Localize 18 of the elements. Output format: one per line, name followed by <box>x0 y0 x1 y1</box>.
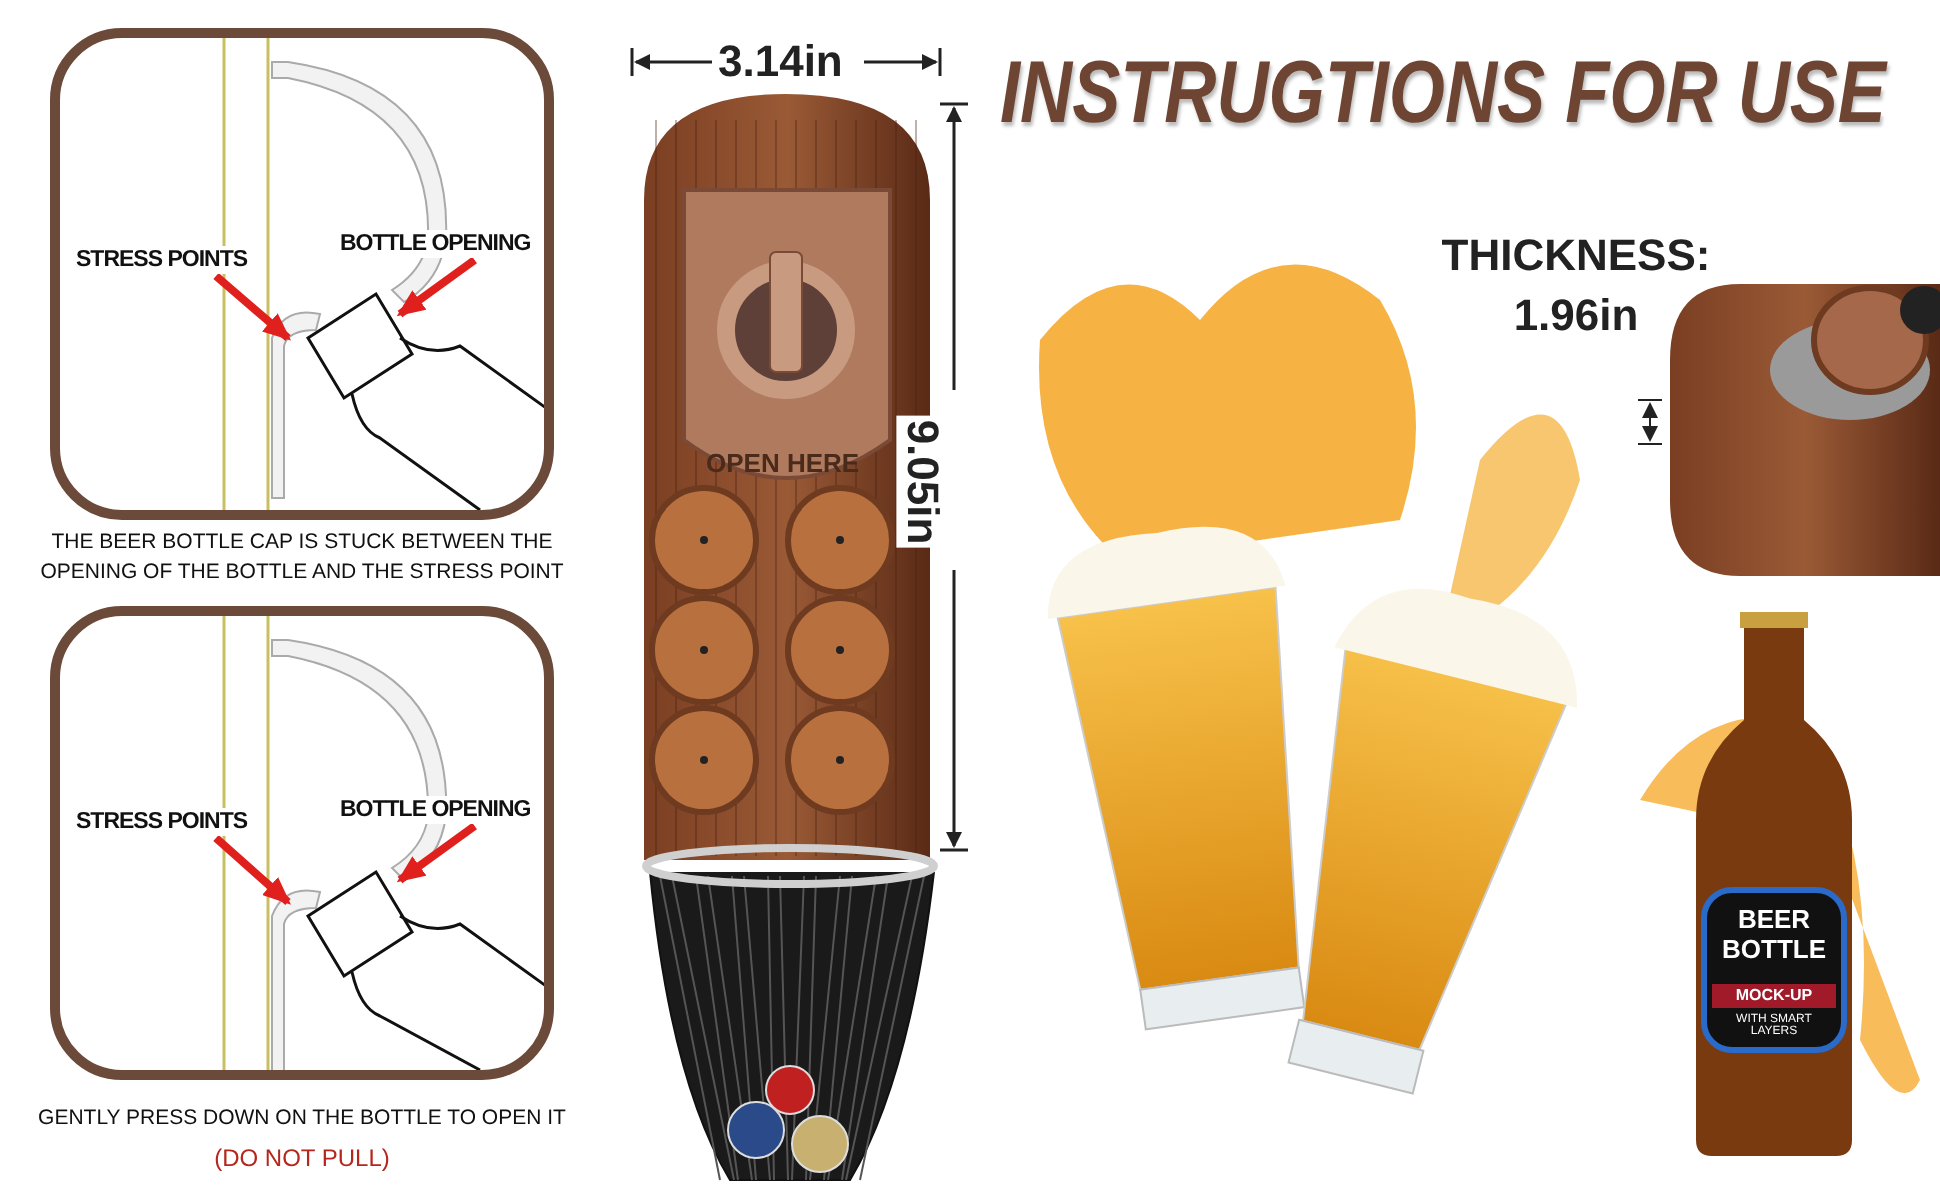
panel-frame <box>50 606 554 1080</box>
dimension-label: THICKNESS: 1.96in <box>1439 228 1713 344</box>
bottle-label-text: BEER BOTTLE <box>1720 904 1828 964</box>
leader-arrow <box>213 272 292 342</box>
leader-arrow <box>396 822 477 884</box>
caption-text: GENTLY PRESS DOWN ON THE BOTTLE TO OPEN IT <box>36 1104 568 1134</box>
leader-arrow <box>213 835 291 905</box>
leader-arrow <box>396 256 477 318</box>
part-label: STRESS POINTS <box>72 246 252 274</box>
bottle-label-text: MOCK-UP <box>1733 986 1815 1004</box>
panel-frame <box>50 28 554 520</box>
embossed-text: OPEN HERE <box>706 448 860 478</box>
title: INSTRUGTIONS FOR USE <box>1000 44 1886 144</box>
warning-text: (DO NOT PULL) <box>212 1144 392 1174</box>
part-label: STRESS POINTS <box>72 808 252 836</box>
part-label: BOTTLE OPENING <box>336 796 535 824</box>
part-label: BOTTLE OPENING <box>336 230 535 258</box>
caption-text: THE BEER BOTTLE CAP IS STUCK BETWEEN THE OPENING OF THE BOTTLE AND THE STRESS POINT <box>38 528 566 588</box>
